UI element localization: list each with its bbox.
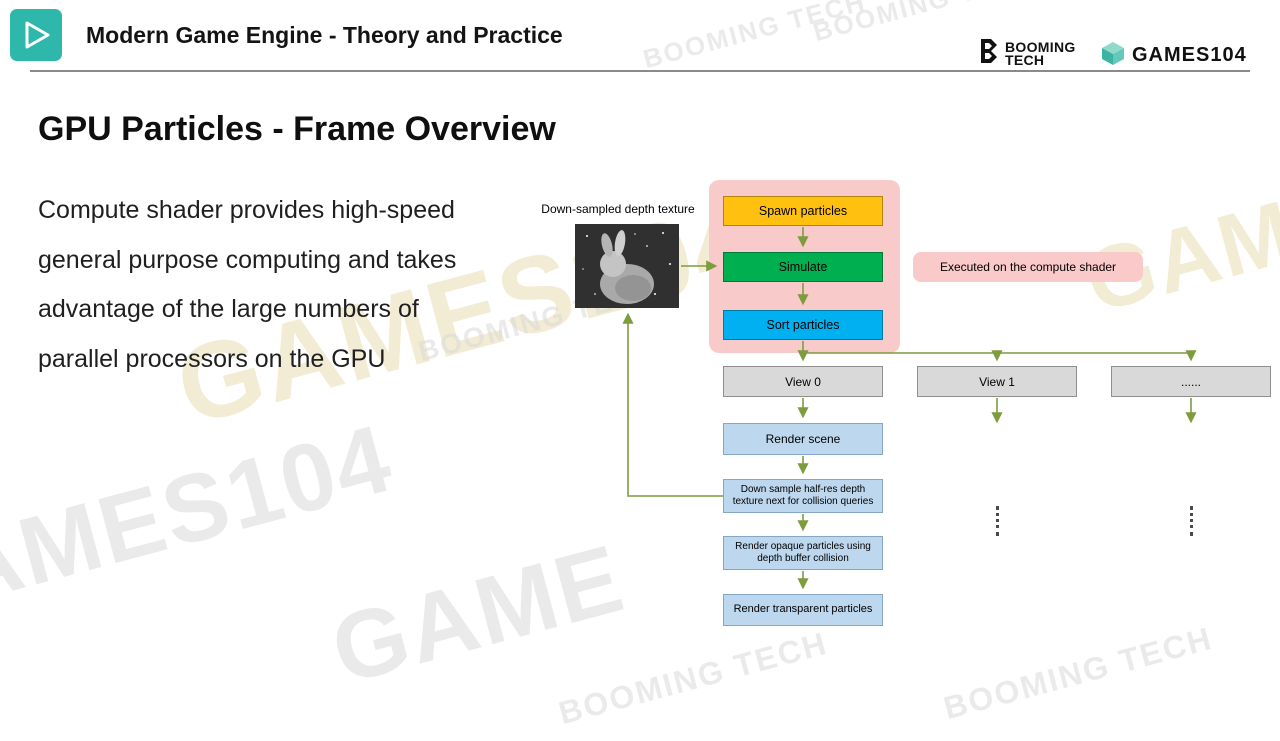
page-title: GPU Particles - Frame Overview — [38, 110, 556, 148]
downsample-depth-box: Down sample half-res depth texture next … — [723, 479, 883, 513]
booming-label-line2: TECH — [1005, 51, 1045, 68]
booming-b-icon — [978, 38, 1000, 69]
games104-cube-icon — [1100, 40, 1126, 71]
booming-tech-logo: BOOMING TECH — [978, 38, 1076, 69]
booming-label-line1: BOOMING — [1005, 38, 1076, 55]
view-1-box: View 1 — [917, 366, 1077, 397]
header-divider — [30, 70, 1250, 72]
spawn-particles-box: Spawn particles — [723, 196, 883, 226]
watermark: GAME — [321, 524, 635, 705]
body-line: advantage of the large numbers of — [38, 295, 419, 323]
body-line: Compute shader provides high-speed — [38, 196, 455, 224]
compute-shader-note: Executed on the compute shader — [913, 252, 1143, 282]
body-line: parallel processors on the GPU — [38, 344, 386, 373]
watermark: BOOMING TECH — [939, 619, 1217, 727]
view-ellipsis-box: ...... — [1111, 366, 1271, 397]
games104-label: GAMES104 — [1132, 44, 1247, 66]
watermark: BOOMING TECH — [554, 624, 832, 732]
depth-texture-image — [575, 224, 679, 308]
render-opaque-box: Render opaque particles using depth buff… — [723, 536, 883, 570]
body-line: general purpose computing and takes — [38, 245, 457, 274]
render-scene-box: Render scene — [723, 423, 883, 455]
sort-particles-box: Sort particles — [723, 310, 883, 340]
course-title: Modern Game Engine - Theory and Practice — [86, 22, 563, 48]
continuation-dots — [996, 506, 999, 536]
render-transparent-box: Render transparent particles — [723, 594, 883, 626]
depth-texture-label: Down-sampled depth texture — [541, 202, 695, 216]
course-logo-icon — [10, 9, 62, 61]
watermark: GAMES104 — [1075, 109, 1280, 332]
continuation-dots — [1190, 506, 1193, 536]
games104-logo: GAMES104 — [1100, 40, 1247, 71]
view-0-box: View 0 — [723, 366, 883, 397]
simulate-box: Simulate — [723, 252, 883, 282]
body-paragraph: Compute shader provides high-speed gener… — [38, 186, 456, 384]
